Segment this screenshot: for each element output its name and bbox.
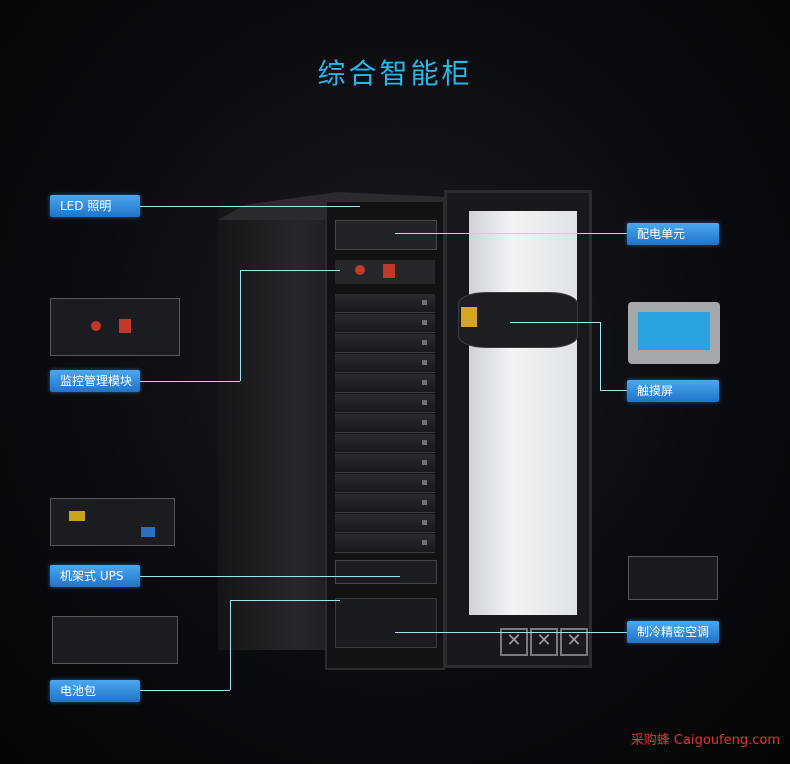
cabinet-front xyxy=(325,200,445,670)
monitor-module-thumbnail xyxy=(50,298,180,356)
led-lighting-label: LED 照明 xyxy=(50,195,140,217)
touch-screen-label: 触摸屏 xyxy=(627,380,719,402)
page-title: 综合智能柜 xyxy=(317,57,473,90)
fan-icon: ✕ xyxy=(530,628,558,656)
fan-icon: ✕ xyxy=(560,628,588,656)
watermark: 采购蜂 Caigoufeng.com xyxy=(630,733,780,748)
touch-screen-thumbnail xyxy=(628,302,720,364)
monitor-module-label: 监控管理模块 xyxy=(50,370,140,392)
battery-thumbnail xyxy=(52,616,178,664)
ups-thumbnail xyxy=(50,498,175,546)
rack-ups-label: 机架式 UPS xyxy=(50,565,140,587)
ups-unit xyxy=(335,560,437,584)
monitor-module-unit xyxy=(335,260,435,284)
precision-aircon-label: 制冷精密空调 xyxy=(627,621,719,643)
fan-icon: ✕ xyxy=(500,628,528,656)
aircon-thumbnail xyxy=(628,556,718,600)
power-distribution-label: 配电单元 xyxy=(627,223,719,245)
battery-unit xyxy=(335,598,437,648)
door-handle xyxy=(458,292,578,348)
battery-pack-label: 电池包 xyxy=(50,680,140,702)
door-glass xyxy=(469,211,577,615)
power-distribution-unit xyxy=(335,220,437,250)
cabinet-door xyxy=(444,190,592,668)
cabinet-side xyxy=(218,205,333,650)
